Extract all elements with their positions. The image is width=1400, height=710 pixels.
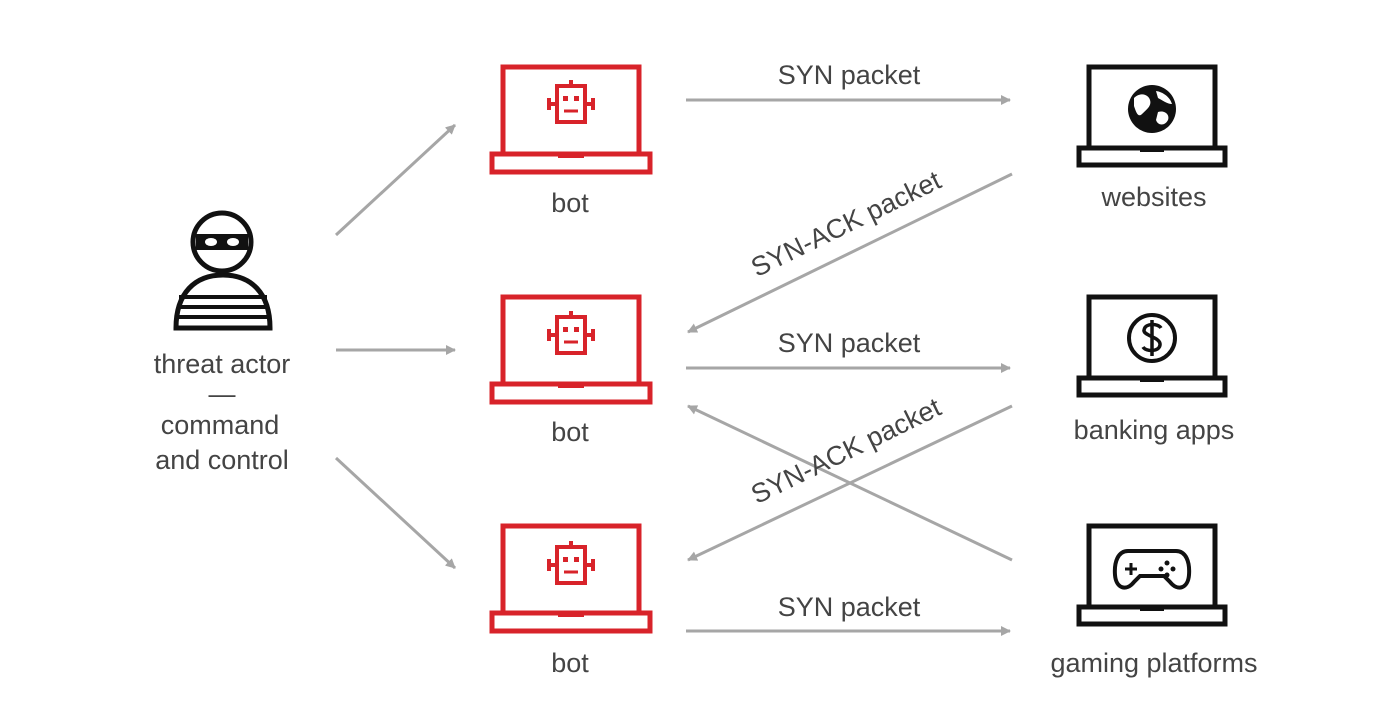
robot-icon — [547, 78, 595, 124]
burglar-icon — [173, 210, 273, 331]
synack-arrow-1 — [687, 172, 1013, 334]
bot-label: bot — [551, 648, 589, 678]
syn-label-3: SYN packet — [778, 592, 921, 622]
command-arrow-3 — [334, 456, 457, 570]
bot-node-1: bot — [492, 67, 650, 218]
bot-node-3: bot — [492, 526, 650, 678]
target-banking: banking apps — [1074, 297, 1235, 445]
bot-label: bot — [551, 417, 589, 447]
target-websites: websites — [1079, 67, 1225, 212]
label-separator: — — [209, 379, 236, 409]
synack-arrow-3 — [687, 404, 1013, 562]
target-label: banking apps — [1074, 415, 1235, 445]
threat-actor-label: threat actor — [154, 349, 291, 379]
command-arrow-1 — [334, 123, 457, 237]
target-label: gaming platforms — [1050, 648, 1257, 678]
target-label: websites — [1100, 182, 1206, 212]
bot-node-2: bot — [492, 297, 650, 447]
target-gaming: gaming platforms — [1050, 526, 1258, 678]
and-control-label: and control — [155, 445, 289, 475]
gamepad-icon — [1112, 549, 1192, 590]
bot-label: bot — [551, 188, 589, 218]
syn-label-1: SYN packet — [778, 60, 921, 90]
globe-icon — [1128, 85, 1176, 133]
syn-label-2: SYN packet — [778, 328, 921, 358]
command-label: command — [161, 410, 280, 440]
robot-icon — [547, 539, 595, 585]
dollar-icon — [1127, 313, 1177, 363]
synack-label-1: SYN-ACK packet — [746, 165, 946, 283]
robot-icon — [547, 309, 595, 355]
